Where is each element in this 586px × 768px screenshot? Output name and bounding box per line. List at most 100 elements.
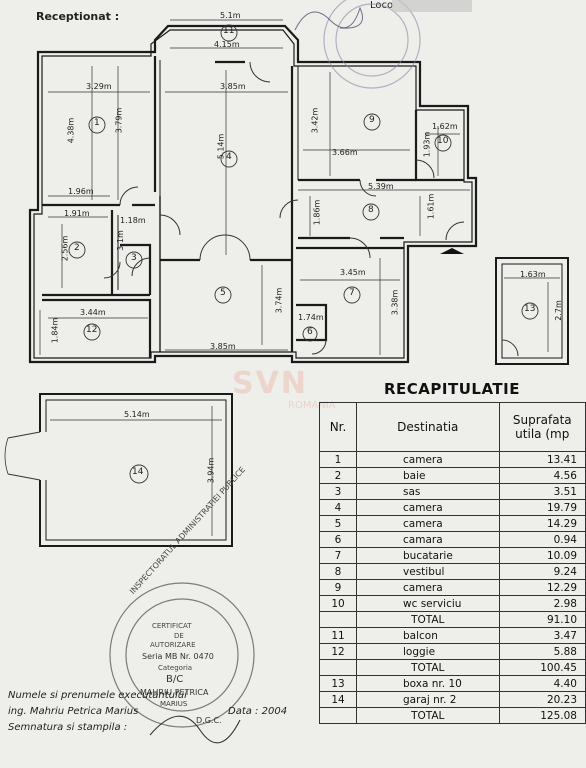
dim-label: 3.38m	[390, 289, 400, 316]
total-label: TOTAL	[356, 611, 500, 628]
dim-label: 3.79m	[114, 107, 124, 134]
stamp-line: Seria MB Nr. 0470	[142, 652, 214, 661]
room-number: 3	[131, 253, 137, 263]
dim-label: 1.61m	[426, 193, 436, 220]
dim-label: 3.74m	[274, 287, 284, 314]
cell-val: 14.29	[498, 515, 586, 532]
cell-val: 2.98	[498, 595, 586, 612]
dim-label: 5.1m	[220, 11, 241, 20]
cell-nr: 12	[318, 643, 358, 660]
dim-label: 1.93m	[422, 131, 432, 158]
total-label: TOTAL	[356, 659, 500, 676]
cell-nr: 5	[318, 515, 358, 532]
cell-dest: sas	[356, 483, 500, 500]
cell-nr: 1	[318, 451, 358, 468]
dim-label: 1.96m	[68, 187, 94, 196]
cell-nr: 7	[318, 547, 358, 564]
stamp-line: CERTIFICAT	[152, 622, 192, 630]
cell-dest: loggie	[356, 643, 500, 660]
cell-nr: 9	[318, 579, 358, 596]
cell-dest: wc serviciu	[356, 595, 500, 612]
dim-label: 3.66m	[332, 148, 358, 157]
stamp-line: B/C	[166, 674, 184, 685]
dim-label: 5.14m	[124, 410, 150, 419]
cell-val: 9.24	[498, 563, 586, 580]
room-number: 6	[307, 327, 313, 337]
stamp-line: D.G.C.	[196, 716, 222, 725]
stamp-line: AUTORIZARE	[150, 641, 196, 649]
dim-label: 2.7m	[553, 300, 563, 321]
cell-val: 3.51	[498, 483, 586, 500]
cell-nr: 13	[318, 675, 358, 692]
col-area-line1: Suprafata	[512, 413, 572, 427]
footer-signature-label: Semnatura si stampila :	[8, 722, 128, 733]
dim-label: 1.18m	[120, 216, 146, 225]
dim-label: 3.29m	[86, 82, 112, 91]
dim-label: 3.85m	[220, 82, 246, 91]
cell-dest: balcon	[356, 627, 500, 644]
cell-nr: 2	[318, 467, 358, 484]
cell-val: 4.56	[498, 467, 586, 484]
receptionat-label: Receptionat :	[36, 10, 120, 23]
dim-label: 3.44m	[80, 308, 106, 317]
dim-label: 3.42m	[310, 107, 320, 134]
cell-nr	[318, 659, 358, 676]
room-number: 2	[74, 243, 80, 253]
room-number: 10	[437, 136, 449, 146]
stamp-line: Categoria	[158, 664, 193, 672]
cell-nr: 8	[318, 563, 358, 580]
col-area-line2: utila (mp	[515, 427, 570, 441]
footer-executant-name: ing. Mahriu Petrica Marius	[8, 706, 139, 717]
cell-nr: 10	[318, 595, 358, 612]
room-number: 5	[220, 288, 226, 298]
dim-label: 1.91m	[64, 209, 90, 218]
room-number: 14	[132, 467, 144, 477]
dim-label: 4.38m	[66, 117, 76, 144]
cell-val: 19.79	[498, 499, 586, 516]
cell-dest: camera	[356, 515, 500, 532]
cell-nr: 3	[318, 483, 358, 500]
cell-dest: baie	[356, 467, 500, 484]
recap-title: RECAPITULATIE	[384, 380, 520, 398]
room-number: 11	[223, 26, 235, 36]
dim-label: 1.62m	[432, 122, 458, 131]
col-nr: Nr.	[318, 402, 358, 452]
cell-dest: camera	[356, 451, 500, 468]
dim-label: 5.14m	[216, 133, 226, 160]
cell-nr: 14	[318, 691, 358, 708]
cell-dest: camera	[356, 579, 500, 596]
cell-dest: camera	[356, 499, 500, 516]
cell-val: 10.09	[498, 547, 586, 564]
cell-dest: boxa nr. 10	[356, 675, 500, 692]
cell-val: 12.29	[498, 579, 586, 596]
cell-val: 20.23	[498, 691, 586, 708]
dim-label: 1.63m	[520, 270, 546, 279]
cell-val: 13.41	[498, 451, 586, 468]
cell-nr	[318, 707, 358, 724]
room-number: 7	[349, 288, 355, 298]
room-number: 1	[94, 118, 100, 128]
room-number: 8	[368, 205, 374, 215]
dim-label: 1.86m	[312, 199, 322, 226]
dim-label: 3.45m	[340, 268, 366, 277]
cell-nr	[318, 611, 358, 628]
cell-val: 5.88	[498, 643, 586, 660]
